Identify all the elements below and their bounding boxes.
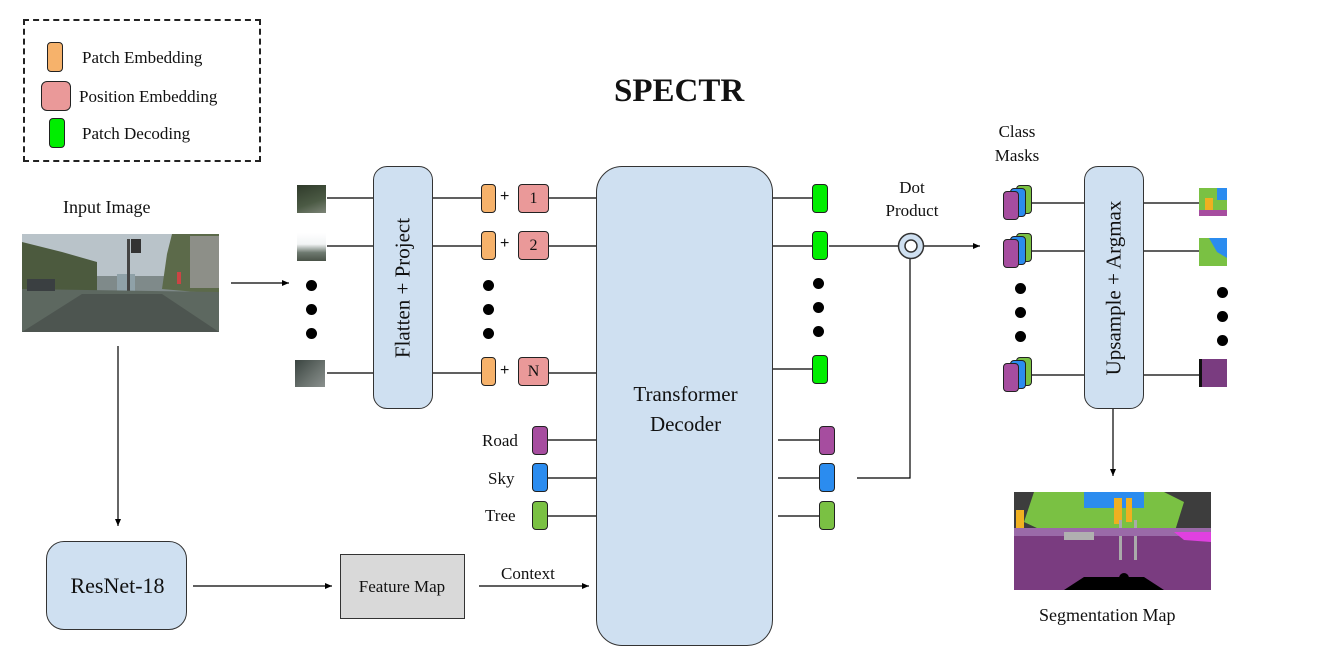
ellipsis-dot [306, 304, 317, 315]
input-patch-2 [297, 233, 326, 261]
ellipsis-dot [813, 326, 824, 337]
class-token-road [532, 426, 548, 455]
patch-decoding-n [812, 355, 828, 384]
class-mask-stack-2 [1002, 233, 1034, 269]
legend-label-patch-embedding: Patch Embedding [82, 48, 203, 67]
feature-map-label: Feature Map [358, 577, 446, 596]
class-masks-label: Class Masks [994, 122, 1040, 165]
output-patch-n [1199, 359, 1227, 387]
dot-product-label: Dot Product [885, 178, 939, 220]
mask-road [1003, 191, 1019, 220]
mask-road [1003, 363, 1019, 392]
ellipsis-dot [306, 328, 317, 339]
input-patch-1 [297, 185, 326, 213]
ellipsis-dot [1217, 311, 1228, 322]
ellipsis-dot [813, 278, 824, 289]
class-label-sky: Sky [488, 469, 515, 488]
mask-road [1003, 239, 1019, 268]
resnet-label: ResNet-18 [70, 573, 165, 598]
class-label-road: Road [482, 431, 518, 450]
position-token-2: 2 [518, 231, 549, 260]
class-decoding-road [819, 426, 835, 455]
input-patch-n [295, 360, 325, 387]
segmentation-map-image [1014, 492, 1211, 590]
input-image-label: Input Image [63, 197, 151, 217]
ellipsis-dot [306, 280, 317, 291]
position-token-1: 1 [518, 184, 549, 213]
input-image [22, 234, 219, 332]
dot-product-icon [897, 232, 925, 260]
transformer-decoder-block: Transformer Decoder [596, 166, 773, 646]
context-label: Context [501, 564, 555, 583]
ellipsis-dot [1015, 331, 1026, 342]
position-token-n: N [518, 357, 549, 386]
ellipsis-dot [483, 280, 494, 291]
ellipsis-dot [483, 328, 494, 339]
legend-label-patch-decoding: Patch Decoding [82, 124, 191, 143]
upsample-argmax-block: Upsample + Argmax [1084, 166, 1144, 409]
class-mask-stack-n [1002, 357, 1034, 393]
class-decoding-tree [819, 501, 835, 530]
patch-decoding-2 [812, 231, 828, 260]
plus-sign: + [500, 235, 510, 252]
transformer-decoder-label: Transformer Decoder [633, 382, 738, 436]
flatten-project-label: Flatten + Project [390, 217, 415, 358]
feature-map-block: Feature Map [340, 554, 465, 619]
ellipsis-dot [1015, 307, 1026, 318]
legend-swatch-position-embedding [41, 81, 71, 111]
plus-sign: + [500, 188, 510, 205]
flatten-project-block: Flatten + Project [373, 166, 433, 409]
class-decoding-sky [819, 463, 835, 492]
ellipsis-dot [483, 304, 494, 315]
output-patch-1 [1199, 188, 1227, 216]
output-patch-2 [1199, 238, 1227, 266]
class-token-sky [532, 463, 548, 492]
diagram-title: SPECTR [614, 73, 745, 109]
street-scene-image [22, 234, 219, 332]
class-label-tree: Tree [485, 506, 516, 525]
patch-embedding-1 [481, 184, 496, 213]
legend: Patch Embedding Position Embedding Patch… [23, 19, 261, 162]
legend-swatch-patch-decoding [49, 118, 65, 148]
class-token-tree [532, 501, 548, 530]
patch-decoding-1 [812, 184, 828, 213]
plus-sign: + [500, 362, 510, 379]
class-mask-stack-1 [1002, 185, 1034, 221]
patch-embedding-2 [481, 231, 496, 260]
segmentation-map-label: Segmentation Map [1039, 605, 1176, 625]
ellipsis-dot [1015, 283, 1026, 294]
legend-swatch-patch-embedding [47, 42, 63, 72]
ellipsis-dot [1217, 287, 1228, 298]
ellipsis-dot [1217, 335, 1228, 346]
ellipsis-dot [813, 302, 824, 313]
patch-embedding-n [481, 357, 496, 386]
legend-label-position-embedding: Position Embedding [79, 87, 218, 106]
resnet-block: ResNet-18 [46, 541, 187, 630]
upsample-argmax-label: Upsample + Argmax [1101, 200, 1126, 375]
